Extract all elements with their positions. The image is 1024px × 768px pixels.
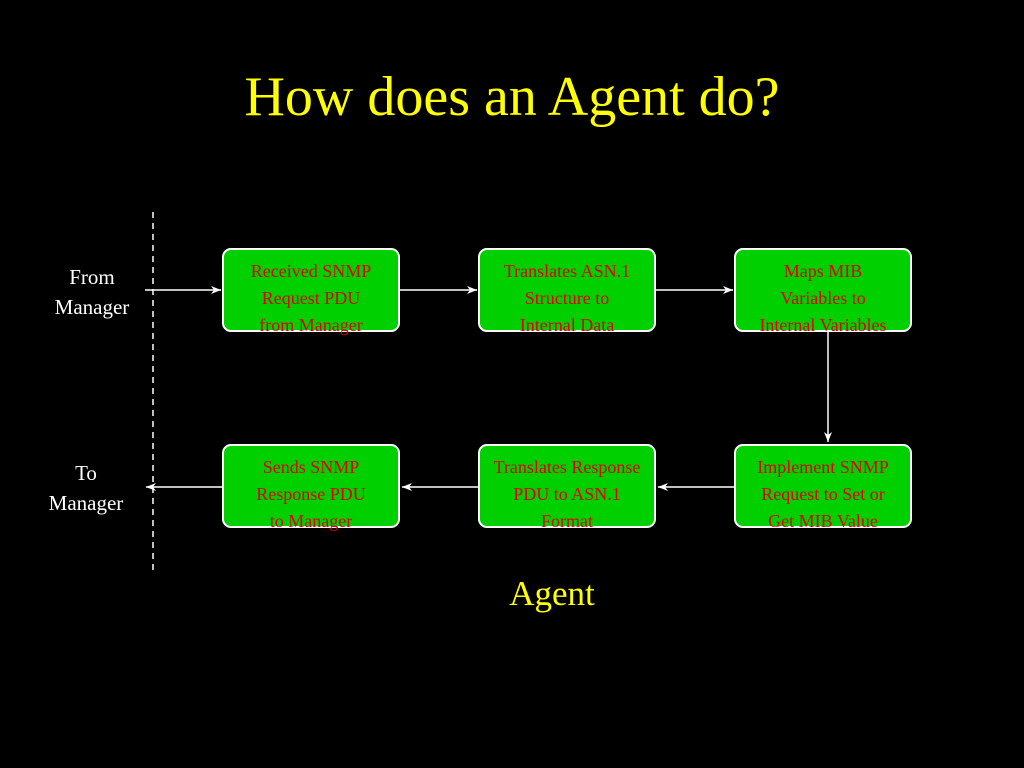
implement-request-box: Implement SNMP Request to Set or Get MIB… <box>734 444 912 531</box>
received-request-text: Received SNMP Request PDU from Manager <box>250 261 372 335</box>
implement-request-text: Implement SNMP Request to Set or Get MIB… <box>757 457 889 531</box>
from-manager-label: From Manager <box>54 265 130 319</box>
sends-response-text: Sends SNMP Response PDU to Manager <box>256 457 366 531</box>
translates-response-box: Translates Response PDU to ASN.1 Format <box>478 444 656 531</box>
to-manager-label: To Manager <box>48 461 124 515</box>
translates-response-text: Translates Response PDU to ASN.1 Format <box>493 457 641 531</box>
translates-asn1-text: Translates ASN.1 Structure to Internal D… <box>503 261 631 335</box>
maps-mib-text: Maps MIB Variables to Internal Variables <box>759 261 887 335</box>
sends-response-box: Sends SNMP Response PDU to Manager <box>222 444 400 531</box>
maps-mib-box: Maps MIB Variables to Internal Variables <box>734 248 912 335</box>
agent-label: Agent <box>509 574 595 613</box>
received-request-box: Received SNMP Request PDU from Manager <box>222 248 400 335</box>
slide-title: How does an Agent do? <box>244 66 780 128</box>
translates-asn1-box: Translates ASN.1 Structure to Internal D… <box>478 248 656 335</box>
